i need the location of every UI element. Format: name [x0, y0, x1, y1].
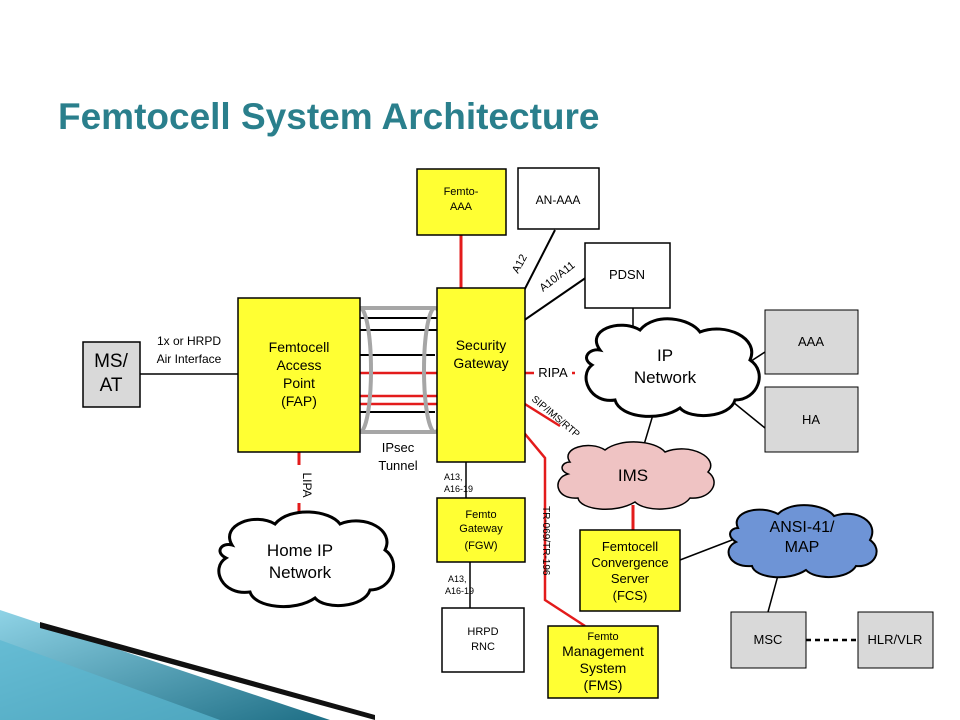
tr069-label: TR-069/TR-196	[540, 506, 551, 576]
node-fcs: Femtocell Convergence Server (FCS)	[579, 529, 681, 612]
hlr-vlr-label: HLR/VLR	[868, 632, 923, 647]
ms-at-line-2: AT	[100, 375, 123, 396]
sip-ims-rtp-label: SIP/IMS/RTP	[529, 394, 582, 441]
aaa-label: AAA	[798, 334, 824, 349]
air-interface-line-2: Air Interface	[157, 352, 222, 366]
ipsec-line-2: Tunnel	[378, 458, 417, 473]
node-ms-at: MS/ AT	[82, 341, 141, 408]
fcs-line-4: (FCS)	[613, 588, 648, 603]
fms-line-2: Management	[562, 643, 644, 659]
sg-line-1: Security	[456, 337, 507, 353]
fcs-line-1: Femtocell	[602, 539, 658, 554]
ripa-label-bg	[534, 364, 572, 381]
node-home-ip-network: Home IP Network	[217, 510, 396, 609]
node-fap: Femtocell Access Point (FAP)	[237, 297, 361, 453]
ansi-line-2: MAP	[785, 539, 820, 556]
fcs-line-2: Convergence	[591, 555, 668, 570]
a13-sg-fgw-line-1: A13,	[444, 472, 463, 482]
fms-line-4: (FMS)	[584, 677, 623, 693]
a13-fgw-rnc-line-2: A16-19	[445, 586, 474, 596]
sg-line-2: Gateway	[453, 355, 508, 371]
an-aaa-label: AN-AAA	[536, 193, 581, 207]
node-fms: Femto Management System (FMS)	[547, 625, 659, 699]
node-fgw: Femto Gateway (FGW)	[436, 497, 526, 563]
node-femto-aaa: Femto- AAA	[416, 168, 507, 236]
node-ims: IMS	[557, 441, 715, 510]
decorative-stripes	[0, 610, 375, 720]
fgw-line-3: (FGW)	[465, 540, 498, 552]
node-pdsn: PDSN	[584, 242, 671, 309]
node-msc: MSC	[730, 611, 807, 669]
node-ip-network: IP Network	[584, 317, 761, 418]
msc-label: MSC	[754, 632, 783, 647]
lipa-label-bg	[290, 465, 308, 503]
page-title: Femtocell System Architecture	[58, 96, 600, 137]
rnc-line-1: HRPD	[467, 626, 498, 638]
home-ip-line-2: Network	[269, 563, 332, 582]
fap-line-2: Access	[276, 357, 321, 373]
air-interface-line-1: 1x or HRPD	[157, 334, 221, 348]
fms-line-1: Femto	[587, 631, 618, 643]
fgw-line-2: Gateway	[459, 523, 503, 535]
ip-network-line-1: IP	[657, 346, 673, 365]
fms-line-3: System	[580, 660, 627, 676]
a10-a11-label: A10/A11	[537, 259, 577, 294]
rnc-line-2: RNC	[471, 641, 495, 653]
a12-label: A12	[510, 252, 530, 275]
node-aaa: AAA	[764, 309, 859, 375]
a13-sg-fgw-line-2: A16-19	[444, 484, 473, 494]
ha-label: HA	[802, 412, 820, 427]
femto-aaa-line-2: AAA	[450, 201, 473, 213]
ipsec-tunnel	[347, 306, 448, 434]
ip-network-line-2: Network	[634, 368, 697, 387]
node-security-gateway: Security Gateway	[436, 287, 526, 463]
home-ip-line-1: Home IP	[267, 541, 333, 560]
a13-fgw-rnc-line-1: A13,	[448, 574, 467, 584]
lipa-label: LIPA	[300, 472, 314, 497]
ripa-label: RIPA	[538, 365, 568, 380]
ims-label: IMS	[618, 466, 648, 485]
fgw-line-1: Femto	[465, 509, 496, 521]
node-hrpd-rnc: HRPD RNC	[441, 607, 525, 673]
node-hlr-vlr: HLR/VLR	[857, 611, 934, 669]
femto-aaa-line-1: Femto-	[444, 186, 479, 198]
node-ansi-map: ANSI-41/ MAP	[727, 504, 878, 579]
node-an-aaa: AN-AAA	[517, 167, 600, 230]
fap-line-1: Femtocell	[269, 339, 330, 355]
fcs-line-3: Server	[611, 571, 650, 586]
fap-line-3: Point	[283, 375, 315, 391]
ms-at-line-1: MS/	[94, 351, 129, 372]
node-ha: HA	[764, 386, 859, 453]
fap-line-4: (FAP)	[281, 393, 317, 409]
ipsec-line-1: IPsec	[382, 440, 415, 455]
pdsn-label: PDSN	[609, 267, 645, 282]
ansi-line-1: ANSI-41/	[770, 519, 835, 536]
